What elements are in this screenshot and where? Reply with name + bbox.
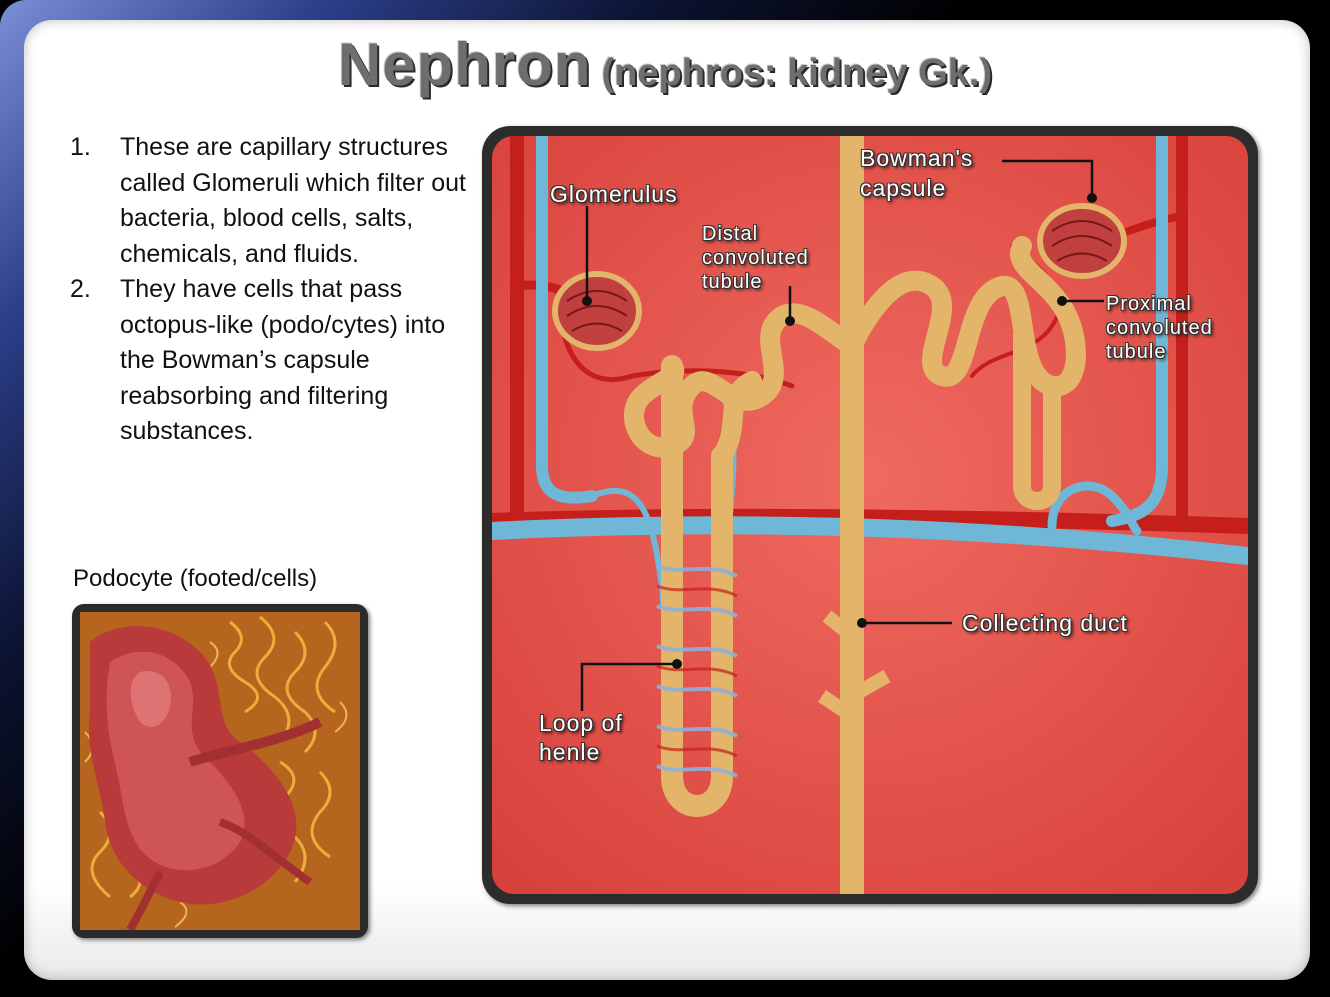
label-proximal-line1: Proximal bbox=[1106, 293, 1192, 315]
distal-tubule bbox=[623, 303, 862, 458]
title-subtitle: (nephros: kidney Gk.) bbox=[601, 52, 993, 94]
glomerulus-left bbox=[552, 271, 642, 351]
label-bowmans-line1: Bowman's bbox=[860, 145, 974, 171]
veins bbox=[492, 136, 1248, 799]
title-main: Nephron bbox=[337, 31, 592, 98]
nephron-diagram: Glomerulus Bowman's capsule Distal convo… bbox=[482, 126, 1258, 904]
loop-of-henle bbox=[656, 355, 738, 817]
list-number: 1. bbox=[70, 133, 91, 161]
podocyte-micrograph bbox=[80, 612, 360, 930]
label-distal-line2: convoluted bbox=[702, 247, 809, 269]
proximal-tubule bbox=[842, 236, 1086, 397]
label-distal-line3: tubule bbox=[702, 271, 763, 293]
list-item: 2. They have cells that pass octopus-lik… bbox=[70, 272, 480, 450]
label-distal-line1: Distal bbox=[702, 223, 759, 245]
page-title: Nephron(nephros: kidney Gk.) bbox=[0, 30, 1330, 99]
list-text: They have cells that pass octopus-like (… bbox=[120, 275, 446, 445]
label-proximal-line3: tubule bbox=[1106, 341, 1167, 363]
label-glomerulus: Glomerulus bbox=[550, 181, 678, 207]
pointer-lines bbox=[580, 159, 1104, 711]
glomerulus-right bbox=[1037, 203, 1127, 279]
label-loop-line2: henle bbox=[539, 739, 601, 765]
list-number: 2. bbox=[70, 275, 91, 303]
pointer-dots bbox=[582, 193, 1097, 669]
label-loop-line1: Loop of bbox=[539, 710, 623, 736]
label-bowmans-line2: capsule bbox=[860, 175, 947, 201]
podocyte-caption: Podocyte (footed/cells) bbox=[73, 565, 318, 592]
nephron-illustration bbox=[492, 136, 1248, 894]
point-list: 1. These are capillary structures called… bbox=[70, 130, 480, 450]
label-collecting-duct: Collecting duct bbox=[962, 610, 1128, 636]
list-item: 1. These are capillary structures called… bbox=[70, 130, 480, 272]
label-proximal-line2: convoluted bbox=[1106, 317, 1213, 339]
list-text: These are capillary structures called Gl… bbox=[120, 133, 466, 268]
podocyte-image bbox=[72, 604, 368, 938]
